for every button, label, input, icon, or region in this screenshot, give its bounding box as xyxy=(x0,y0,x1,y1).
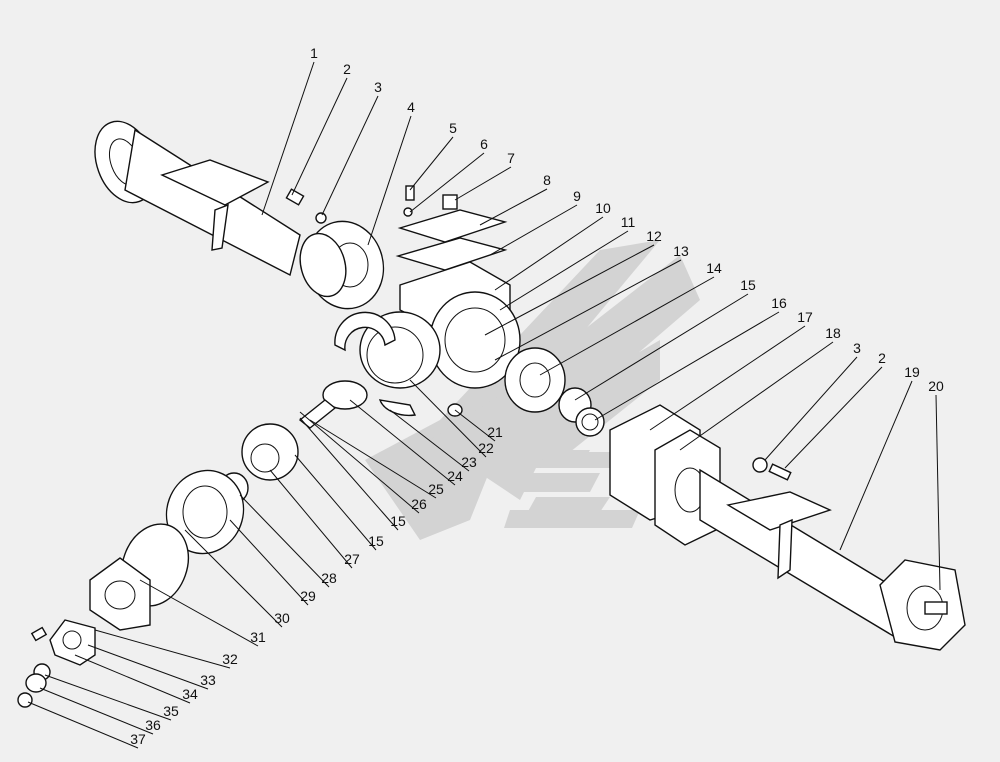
callout-label-35: 35 xyxy=(163,703,179,719)
callout-label-23: 23 xyxy=(461,454,477,470)
leader-line-29 xyxy=(229,519,309,606)
leader-line-12 xyxy=(484,244,655,336)
callout-label-37: 37 xyxy=(130,731,146,747)
leader-line-19 xyxy=(839,380,913,551)
leader-line-7 xyxy=(454,166,512,201)
callout-label-13: 13 xyxy=(673,243,689,259)
leader-line-13 xyxy=(494,259,682,361)
callout-label-24: 24 xyxy=(447,468,463,484)
leader-line-6 xyxy=(409,152,485,213)
right-axle-housing xyxy=(609,404,966,651)
callout-label-27: 27 xyxy=(344,551,360,567)
leader-line-36 xyxy=(39,687,154,735)
callout-label-30: 30 xyxy=(274,610,290,626)
callout-label-34: 34 xyxy=(182,686,198,702)
left-bolts xyxy=(285,185,415,224)
leader-line-15a xyxy=(574,293,749,401)
callout-label-33: 33 xyxy=(200,672,216,688)
leader-line-16 xyxy=(594,311,780,421)
callout-label-21: 21 xyxy=(487,424,503,440)
leader-line-27 xyxy=(269,469,353,569)
callout-label-10: 10 xyxy=(595,200,611,216)
leader-line-9 xyxy=(489,204,578,256)
callout-label-2a: 2 xyxy=(343,61,351,77)
callout-label-18: 18 xyxy=(825,325,841,341)
leader-line-34 xyxy=(74,654,191,704)
leader-line-15b xyxy=(299,417,399,531)
leader-line-15c xyxy=(294,454,377,551)
leader-line-26 xyxy=(299,411,420,514)
gearbox-body xyxy=(334,291,521,417)
leader-line-8 xyxy=(479,188,548,226)
leader-line-32 xyxy=(94,629,231,669)
callout-label-16: 16 xyxy=(771,295,787,311)
leader-line-20 xyxy=(935,394,941,591)
leader-line-10 xyxy=(494,216,604,291)
leader-line-30 xyxy=(184,529,283,628)
callout-label-4: 4 xyxy=(407,99,415,115)
leader-line-25 xyxy=(309,419,437,499)
leader-line-31 xyxy=(139,579,259,647)
leader-line-18 xyxy=(679,341,834,451)
callout-label-15a: 15 xyxy=(740,277,756,293)
leader-lines xyxy=(27,61,941,749)
callout-label-31: 31 xyxy=(250,629,266,645)
callout-label-11: 11 xyxy=(621,214,636,230)
callout-label-26: 26 xyxy=(411,496,427,512)
callout-label-19: 19 xyxy=(904,364,920,380)
callout-label-32: 32 xyxy=(222,651,238,667)
callout-label-25: 25 xyxy=(428,481,444,497)
callout-label-3a: 3 xyxy=(374,79,382,95)
callout-label-8: 8 xyxy=(543,172,551,188)
callout-label-17: 17 xyxy=(797,309,813,325)
leader-line-3a xyxy=(321,95,379,216)
leader-line-23 xyxy=(389,409,470,472)
pinion-shaft xyxy=(298,380,463,429)
callout-label-20: 20 xyxy=(928,378,944,394)
flange-4 xyxy=(299,220,385,310)
leader-line-33 xyxy=(87,644,209,690)
callout-labels: 1234567891011121314151617183219202122232… xyxy=(130,45,944,747)
leader-line-17 xyxy=(649,325,806,431)
callout-label-1: 1 xyxy=(310,45,318,61)
callout-label-9: 9 xyxy=(573,188,581,204)
leader-line-37 xyxy=(27,701,139,749)
callout-label-28: 28 xyxy=(321,570,337,586)
leader-line-24 xyxy=(349,399,456,486)
leader-line-2a xyxy=(291,77,348,196)
callout-label-2b: 2 xyxy=(878,350,886,366)
left-axle-housing xyxy=(94,120,301,277)
leader-line-3b xyxy=(764,356,858,461)
leader-line-35 xyxy=(44,674,172,721)
callout-label-3b: 3 xyxy=(853,340,861,356)
callout-label-5: 5 xyxy=(449,120,457,136)
callout-label-36: 36 xyxy=(145,717,161,733)
bearings-right xyxy=(504,347,605,437)
leader-line-2b xyxy=(784,366,883,469)
leader-line-14 xyxy=(539,276,715,376)
leader-line-11 xyxy=(499,230,629,311)
callout-label-12: 12 xyxy=(646,228,662,244)
leader-line-5 xyxy=(409,136,454,191)
callout-label-6: 6 xyxy=(480,136,488,152)
callout-label-22: 22 xyxy=(478,440,494,456)
right-bolts xyxy=(752,457,792,481)
callout-label-15c: 15 xyxy=(368,533,384,549)
callout-label-14: 14 xyxy=(706,260,722,276)
callout-label-7: 7 xyxy=(507,150,515,166)
leader-line-1 xyxy=(261,61,315,216)
left-flange-stack xyxy=(17,423,299,708)
leader-line-4 xyxy=(367,115,412,246)
leader-line-21 xyxy=(454,409,496,442)
leader-line-28 xyxy=(239,494,330,588)
callout-label-15b: 15 xyxy=(390,513,406,529)
callout-label-29: 29 xyxy=(300,588,316,604)
leader-line-22 xyxy=(409,379,487,458)
